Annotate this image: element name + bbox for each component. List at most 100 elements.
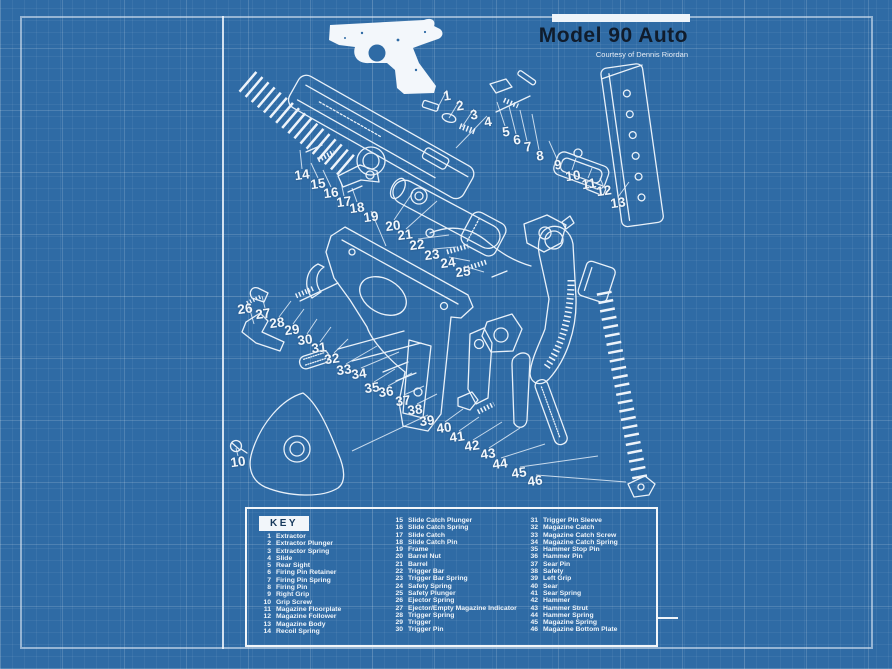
key-item-name: Slide Catch Pin — [408, 538, 458, 546]
key-item-number: 9 — [267, 591, 271, 599]
key-item-name: Magazine Body — [276, 620, 326, 628]
key-item-number: 4 — [267, 554, 271, 562]
key-item-number: 29 — [395, 619, 403, 627]
key-item-name: Magazine Floorplate — [276, 605, 342, 613]
key-header: KEY — [259, 516, 310, 531]
key-item-number: 42 — [530, 597, 538, 605]
barrel-nut-drawing — [410, 187, 428, 205]
key-item: 40 Sear — [525, 583, 618, 590]
key-item-number: 32 — [530, 524, 538, 532]
key-item-name: Magazine Catch Spring — [543, 538, 618, 546]
key-item-number: 7 — [267, 576, 271, 584]
key-item: 17 Slide Catch — [390, 532, 517, 539]
key-item-number: 44 — [530, 611, 538, 619]
key-item-name: Magazine Spring — [543, 619, 598, 627]
key-item-name: Recoil Spring — [276, 627, 320, 635]
key-item: 31 Trigger Pin Sleeve — [525, 517, 618, 524]
key-item-name: Hammer Stop Pin — [543, 546, 600, 554]
magazine-catch-drawing — [577, 260, 616, 303]
key-item-name: Right Grip — [276, 591, 310, 599]
magazine-floorplate-drawing — [553, 151, 610, 190]
frame-drawing — [325, 226, 474, 432]
trigger-guard-drawing — [529, 225, 577, 385]
key-item-name: Hammer Spring — [543, 611, 594, 619]
key-item-number: 20 — [395, 553, 403, 561]
key-item-number: 22 — [395, 568, 403, 576]
key-item-name: Magazine Follower — [276, 613, 337, 621]
key-item-name: Sear Pin — [543, 560, 571, 568]
key-item-number: 39 — [530, 575, 538, 583]
title-accent-bar — [552, 14, 690, 22]
key-item-name: Left Grip — [543, 575, 572, 583]
key-item: 14 Recoil Spring — [258, 628, 341, 635]
magazine-bottom-plate-drawing — [627, 475, 656, 498]
key-item-name: Ejector/Empty Magazine Indicator — [408, 604, 517, 612]
key-item-name: Magazine Catch Screw — [543, 531, 617, 539]
barrel-drawing — [389, 177, 507, 257]
key-item-number: 40 — [530, 582, 538, 590]
key-item-name: Slide Catch Plunger — [408, 517, 473, 524]
hammer-strut-drawing — [511, 352, 568, 446]
left-grip-drawing — [249, 392, 345, 496]
hammer-drawing — [523, 214, 575, 253]
key-item-name: Trigger Pin Sleeve — [543, 517, 602, 524]
key-item-number: 10 — [263, 598, 271, 606]
key-item-number: 35 — [530, 546, 538, 554]
key-item-name: Barrel — [408, 560, 428, 568]
key-item-number: 17 — [395, 531, 403, 539]
slide-catch-parts-drawing — [305, 144, 380, 193]
pins-springs-drawing — [241, 282, 422, 382]
key-item-number: 37 — [530, 560, 538, 568]
key-item-number: 14 — [263, 627, 271, 635]
title-block: Model 90 Auto Courtesy of Dennis Riordan — [539, 24, 688, 59]
hammer-spring-drawing — [596, 290, 649, 486]
key-item-name: Sear — [543, 582, 558, 590]
key-item-number: 36 — [530, 553, 538, 561]
key-item-name: Magazine Catch — [543, 524, 595, 532]
sear-parts-drawing — [457, 391, 496, 415]
key-item-number: 19 — [395, 546, 403, 554]
key-item-name: Extractor Plunger — [276, 540, 334, 548]
page-title: Model 90 Auto — [538, 24, 688, 47]
key-item-number: 24 — [395, 582, 403, 590]
key-item-name: Firing Pin Spring — [276, 576, 331, 584]
key-item-number: 8 — [267, 584, 271, 592]
key-item-name: Hammer — [543, 597, 571, 605]
pistol-silhouette-drawing — [329, 18, 443, 94]
rear-sight-firing-pin-drawing — [489, 70, 537, 113]
key-item-number: 28 — [395, 611, 403, 619]
recoil-spring-drawing — [238, 71, 356, 176]
key-item-number: 41 — [530, 589, 538, 597]
key-item-number: 16 — [395, 524, 403, 532]
key-item: 32 Magazine Catch — [525, 524, 618, 531]
key-item-number: 30 — [395, 626, 403, 634]
key-item: 13 Magazine Body — [258, 621, 341, 628]
key-item-number: 31 — [530, 517, 538, 524]
key-item-number: 13 — [263, 620, 271, 628]
key-item: 9 Right Grip — [258, 591, 341, 598]
key-item-name: Trigger Bar Spring — [408, 575, 468, 583]
key-item-name: Safety Plunger — [408, 589, 456, 597]
key-item: 37 Sear Pin — [525, 561, 618, 568]
key-item-name: Slide Catch Spring — [408, 524, 469, 532]
key-item-name: Slide Catch — [408, 531, 446, 539]
